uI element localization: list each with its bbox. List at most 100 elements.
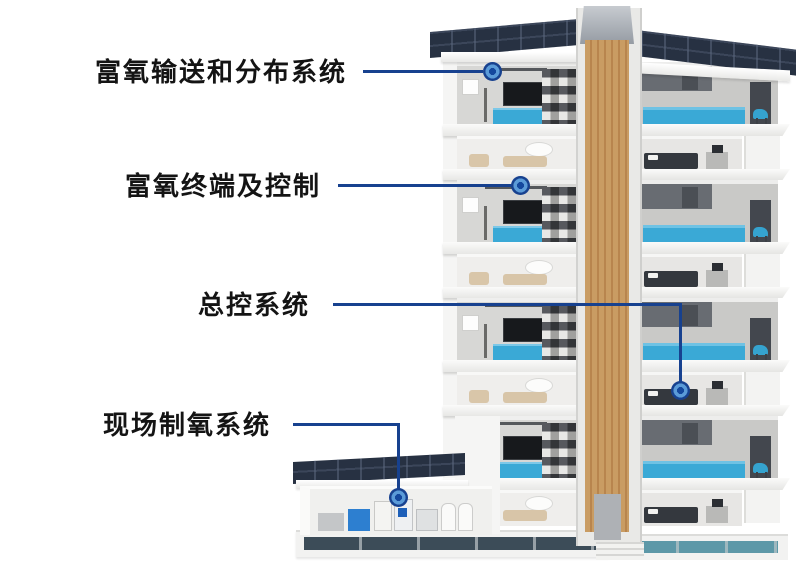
window	[462, 79, 479, 95]
plant-machine-blue-cabinet	[348, 509, 370, 531]
floor-living-kitchen	[0, 180, 800, 254]
lounge-room	[457, 254, 578, 290]
closet-wall	[744, 490, 780, 523]
callout-marker-icon	[389, 488, 408, 507]
tv-stand	[493, 462, 551, 478]
sofa	[503, 274, 547, 285]
tv-stand	[493, 344, 551, 360]
living-room	[457, 298, 578, 364]
window	[462, 197, 479, 213]
sofa	[503, 510, 547, 521]
floor-lamp	[484, 324, 487, 358]
floor-lounge-bedroom	[0, 372, 800, 416]
bedroom	[640, 372, 742, 408]
floor-slab	[443, 242, 585, 254]
desk	[706, 506, 728, 523]
kitchen-counter	[643, 107, 745, 127]
monitor	[712, 263, 723, 271]
tv-stand	[493, 108, 551, 124]
checkered-shelf	[542, 69, 576, 124]
callout-label-oxygen-terminal: 富氧终端及控制	[125, 171, 322, 201]
callout-marker-icon	[671, 381, 690, 400]
floor-slab	[443, 124, 585, 136]
callout-label-onsite-oxygen: 现场制氧系统	[103, 410, 272, 440]
basement-window-strip	[630, 541, 778, 553]
living-room	[457, 62, 578, 128]
floor-lamp	[484, 88, 487, 122]
range-hood	[682, 423, 698, 444]
bedroom	[640, 490, 742, 526]
callout-line	[679, 303, 682, 383]
sofa	[503, 156, 547, 167]
balcony-chair	[753, 463, 768, 478]
checkered-shelf	[542, 423, 576, 478]
checkered-shelf	[542, 305, 576, 360]
callout-line	[397, 423, 400, 489]
monitor	[712, 381, 723, 389]
window	[462, 315, 479, 331]
range-hood	[682, 187, 698, 208]
floor-lounge-bedroom	[0, 254, 800, 298]
floor-slab	[443, 405, 585, 416]
armchair	[469, 154, 489, 167]
upper-cabinets	[640, 302, 712, 327]
basement-right	[622, 534, 788, 560]
kitchen-counter	[643, 225, 745, 245]
balcony-chair	[753, 109, 768, 124]
tv	[503, 82, 543, 106]
lounge-room	[457, 372, 578, 408]
callout-marker-icon	[483, 62, 502, 81]
floor-slab	[443, 169, 585, 180]
wall-mirror	[525, 142, 553, 157]
tv	[503, 318, 543, 342]
armchair	[469, 272, 489, 285]
callout-line	[363, 70, 483, 73]
balcony-chair	[753, 345, 768, 360]
closet-wall	[744, 254, 780, 287]
tv	[503, 436, 543, 460]
desk	[706, 270, 728, 287]
balcony-slab	[640, 124, 790, 136]
plant-machine	[416, 509, 438, 531]
basement-window-strip	[304, 537, 600, 550]
plant-machine	[318, 513, 344, 531]
bedroom	[640, 254, 742, 290]
ceiling-vent	[485, 422, 547, 425]
balcony-slab	[640, 360, 790, 372]
callout-label-oxygen-delivery: 富氧输送和分布系统	[95, 57, 348, 87]
sofa	[503, 392, 547, 403]
balcony-slab	[640, 242, 790, 254]
left-roof-eave	[441, 52, 583, 62]
floor-slab	[443, 360, 585, 372]
pillow	[648, 273, 658, 278]
callout-label-master-control: 总控系统	[198, 290, 311, 320]
oxygen-cylinder	[441, 503, 456, 531]
oxygen-tank	[374, 501, 392, 531]
balcony-slab	[640, 287, 790, 298]
monitor	[712, 145, 723, 153]
annex-eave	[296, 480, 468, 488]
range-hood	[682, 305, 698, 326]
upper-cabinets	[640, 420, 712, 445]
pillow	[648, 155, 658, 160]
balcony-chair	[753, 227, 768, 242]
wall-mirror	[525, 496, 553, 511]
wall-mirror	[525, 378, 553, 393]
tv	[503, 200, 543, 224]
callout-line	[333, 303, 682, 306]
armchair	[469, 390, 489, 403]
bedroom	[640, 136, 742, 172]
wall-mirror	[525, 260, 553, 275]
pillow	[648, 509, 658, 514]
entrance-steps	[596, 542, 644, 560]
kitchen-counter	[643, 461, 745, 481]
callout-line	[293, 423, 400, 426]
upper-cabinets	[640, 184, 712, 209]
monitor	[712, 499, 723, 507]
tv-stand	[493, 226, 551, 242]
balcony-slab	[640, 405, 790, 416]
balcony-slab	[640, 169, 790, 180]
callout-line	[338, 184, 512, 187]
pillow	[648, 391, 658, 396]
